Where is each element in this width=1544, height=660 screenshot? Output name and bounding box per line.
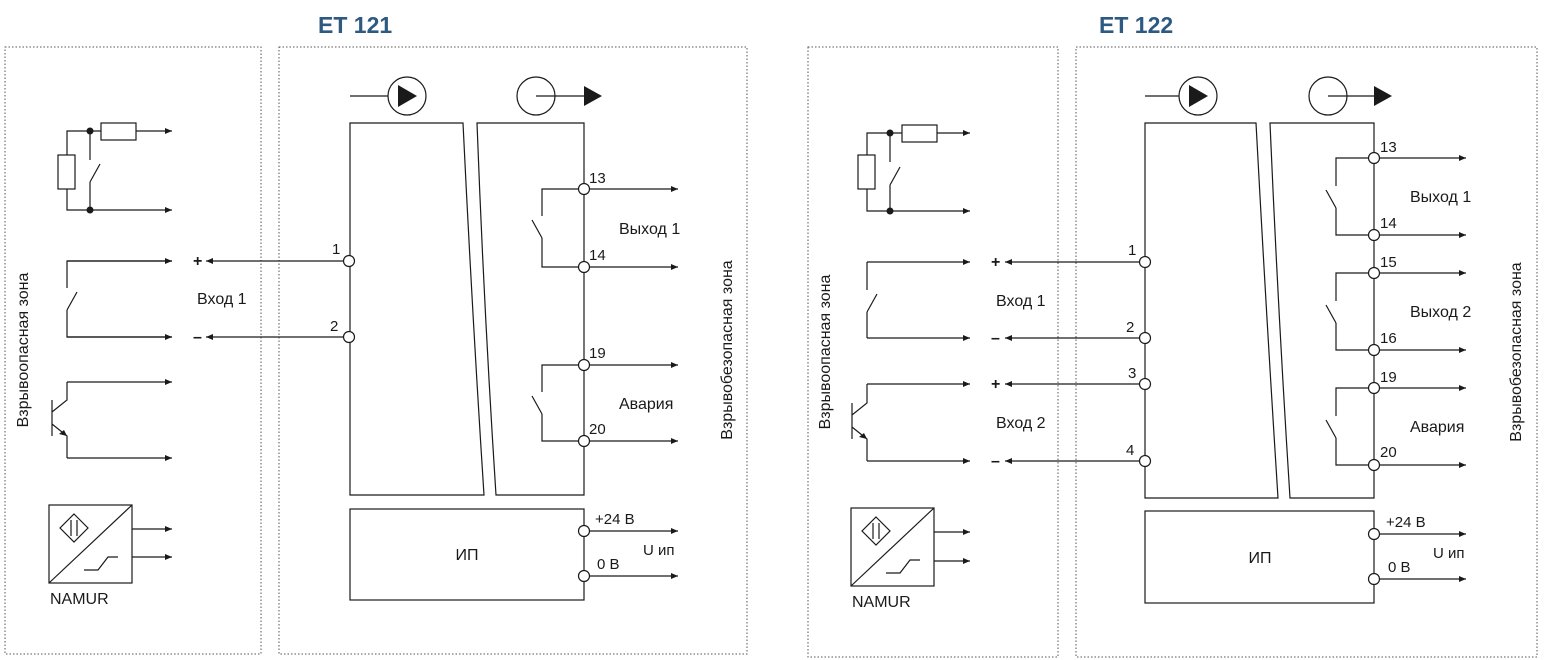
input-direction-symbol (350, 76, 427, 116)
input-minus-sign: – (193, 329, 202, 346)
power-supply-block: ИП +24 В 0 В U ип (349, 508, 678, 601)
terminal-1 (1138, 255, 1152, 269)
output-direction-symbol (516, 76, 602, 116)
zero-v-label: 0 В (1388, 559, 1411, 576)
terminal-4 (1138, 454, 1152, 468)
terminal-13-label: 13 (589, 170, 606, 187)
input-2-plus-sign: + (991, 376, 1000, 393)
safe-zone-label: Взрывобезопасная зона (1508, 262, 1525, 442)
terminal-1-label: 1 (332, 241, 340, 258)
namur-sensor: NAMUR (48, 504, 172, 608)
output-1-relay: 13 14 Выход 1 (531, 170, 680, 274)
output-1-relay: 13 14 Выход 1 (1325, 139, 1471, 242)
resistor-switch-sensor (57, 122, 172, 214)
plus-24v-label: +24 В (595, 511, 635, 528)
alarm-label: Авария (1410, 419, 1464, 436)
terminal-2 (1138, 331, 1152, 345)
safe-zone-frame (278, 46, 748, 655)
resistor-switch-sensor (857, 124, 970, 215)
input-module-block (349, 122, 485, 496)
input-1-minus-sign: – (991, 330, 1000, 347)
input-direction-symbol (1145, 76, 1218, 116)
terminal-1 (342, 254, 356, 268)
diagram-et121: ET 121 Взрывоопасная зона Взрывобезопасн… (4, 12, 748, 655)
terminal-20-label: 20 (589, 421, 606, 438)
namur-label: NAMUR (852, 594, 911, 611)
output-module-block (1269, 122, 1375, 499)
alarm-relay: 19 20 Авария (1325, 369, 1466, 472)
terminal-4-label: 4 (1126, 442, 1134, 459)
terminal-2 (342, 330, 356, 344)
diagram-et122: ET 122 Взрывоопасная зона Взрывобезопасн… (807, 12, 1538, 658)
input-label: Вход 1 (197, 291, 247, 308)
hazardous-zone-frame (4, 46, 262, 655)
supply-voltage-label: U ип (643, 542, 675, 559)
output-2-relay: 15 16 Выход 2 (1325, 254, 1471, 357)
input-module-block (1144, 122, 1279, 499)
terminal-16-label: 16 (1380, 330, 1397, 347)
input-1-plus-sign: + (991, 254, 1000, 271)
terminal-13-label: 13 (1380, 139, 1397, 156)
dry-contact-sensor (66, 258, 172, 340)
transistor-sensor (851, 381, 970, 464)
input-2-minus-sign: – (991, 453, 1000, 470)
power-supply-block: ИП +24 В 0 В U ип (1144, 510, 1466, 604)
output-2-label: Выход 2 (1410, 304, 1471, 321)
diagram-title: ET 122 (1099, 12, 1173, 38)
alarm-label: Авария (619, 396, 673, 413)
plus-24v-label: +24 В (1386, 514, 1426, 531)
diagram-title: ET 121 (318, 12, 392, 38)
input-2-label: Вход 2 (996, 415, 1046, 432)
hazardous-zone-label: Взрывоопасная зона (15, 273, 32, 428)
output-module-block (476, 122, 585, 496)
input-plus-sign: + (193, 253, 202, 270)
terminal-1-label: 1 (1128, 242, 1136, 259)
terminal-14-label: 14 (1380, 215, 1397, 232)
namur-sensor: NAMUR (850, 507, 970, 611)
transistor-sensor (51, 379, 172, 461)
zero-v-label: 0 В (597, 556, 620, 573)
terminal-2-label: 2 (330, 318, 338, 335)
input-1-label: Вход 1 (996, 293, 1046, 310)
power-supply-label: ИП (456, 547, 479, 564)
terminal-2-label: 2 (1126, 319, 1134, 336)
output-1-label: Выход 1 (1410, 189, 1471, 206)
terminal-20-label: 20 (1380, 444, 1397, 461)
namur-label: NAMUR (50, 591, 109, 608)
terminal-15-label: 15 (1380, 254, 1397, 271)
terminal-14-label: 14 (589, 247, 606, 264)
terminal-3-label: 3 (1128, 365, 1136, 382)
terminal-19-label: 19 (589, 345, 606, 362)
dry-contact-sensor (866, 259, 970, 341)
hazardous-zone-frame (807, 46, 1059, 658)
terminal-3 (1138, 377, 1152, 391)
power-supply-label: ИП (1249, 550, 1272, 567)
output-1-label: Выход 1 (619, 221, 680, 238)
output-direction-symbol (1308, 76, 1392, 116)
alarm-relay: 19 20 Авария (531, 345, 678, 448)
hazardous-zone-label: Взрывоопасная зона (817, 275, 834, 430)
safe-zone-label: Взрывобезопасная зона (719, 260, 736, 440)
supply-voltage-label: U ип (1433, 545, 1465, 562)
terminal-19-label: 19 (1380, 369, 1397, 386)
